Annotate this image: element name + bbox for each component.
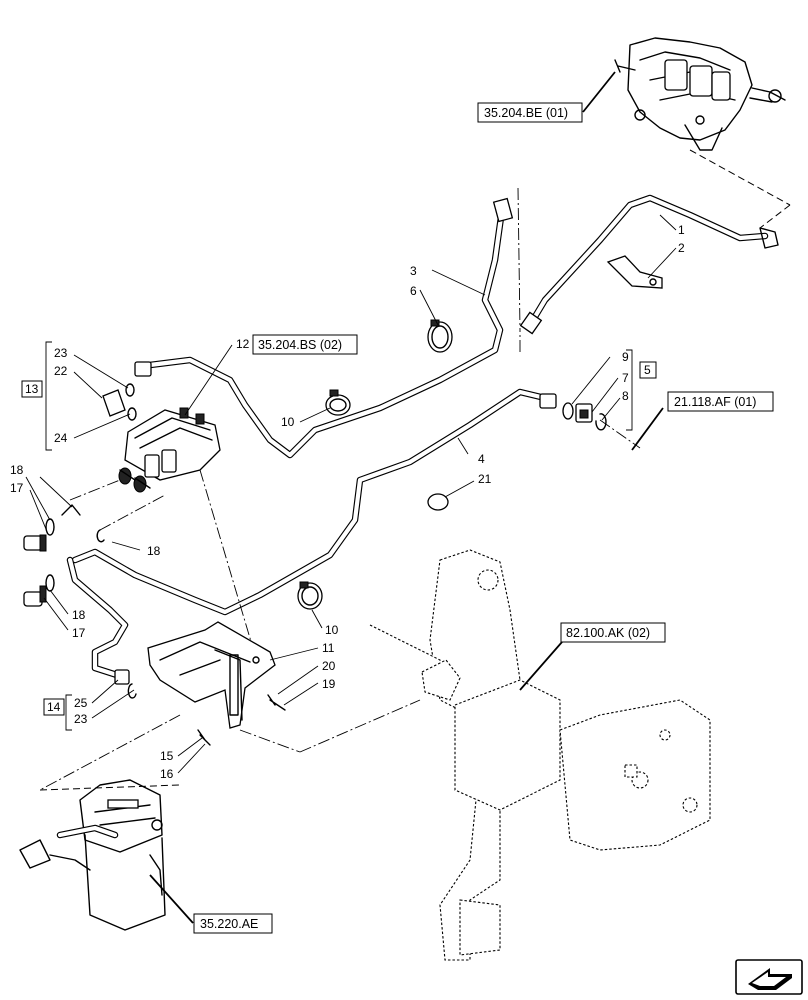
bolt-19 [267,694,286,711]
ref-leader-35-204-be [582,71,616,113]
callout-12: 12 [236,337,250,351]
bolt-15 [197,729,211,746]
seal-18b [96,529,105,543]
callout-8: 8 [622,389,629,403]
arrow-icon[interactable] [735,959,803,995]
cap-21 [427,493,449,511]
callout-17b: 17 [72,626,86,640]
ref-35-204-bs-link[interactable]: 35.204.BS (02) [252,334,358,355]
callout-4: 4 [478,452,485,466]
filter-assembly [19,779,166,931]
callout-10a: 10 [281,415,295,429]
plug-17-lower [23,574,55,607]
callout-22: 22 [54,364,68,378]
bracket-11 [147,621,276,729]
group-box-13: 13 [21,380,43,398]
callout-24: 24 [54,431,68,445]
callout-18a: 18 [10,463,24,477]
callout-18b: 18 [147,544,161,558]
ref-leader-21-118-af [631,407,664,451]
svg-text:14: 14 [47,700,61,714]
svg-text:82.100.AK (02): 82.100.AK (02) [566,626,650,640]
ref-leader-82-100-ak [519,641,563,691]
leader-lines [25,214,677,774]
callout-1: 1 [678,223,685,237]
fitting-group-5 [562,402,607,431]
hose-clamp-10b [297,581,323,610]
fitting-22 [102,383,137,421]
banjo-18a [61,504,81,516]
svg-text:35.204.BS (02): 35.204.BS (02) [258,338,342,352]
group-box-5: 5 [639,361,657,379]
ref-82-100-ak-link[interactable]: 82.100.AK (02) [560,622,666,643]
callout-10b: 10 [325,623,339,637]
group-box-14: 14 [43,698,65,716]
callout-23a: 23 [54,346,68,360]
ref-leader-35-220-ae [149,874,194,924]
callout-18c: 18 [72,608,86,622]
ref-21-118-af-link[interactable]: 21.118.AF (01) [667,391,774,412]
callout-7: 7 [622,371,629,385]
callout-19: 19 [322,677,336,691]
clip-2 [606,255,663,289]
frame-bracket-82-100 [369,549,711,961]
svg-text:35.204.BE (01): 35.204.BE (01) [484,106,568,120]
pipe-25 [66,556,137,699]
callout-17a: 17 [10,481,24,495]
pipe-1 [519,194,779,335]
svg-text:35.220.AE: 35.220.AE [200,917,258,931]
hose-clamp-6 [427,319,453,353]
callout-25: 25 [74,696,88,710]
group-bracket-13 [45,341,52,451]
svg-text:21.118.AF (01): 21.118.AF (01) [674,395,756,409]
ref-35-204-be-link[interactable]: 35.204.BE (01) [477,102,583,123]
callout-20: 20 [322,659,336,673]
plug-17-upper [23,518,55,552]
pipe-3 [134,197,514,459]
pipe-4 [71,388,557,616]
control-valve-assembly [614,37,786,151]
callout-11: 11 [322,641,335,655]
group-bracket-14 [65,694,72,731]
callouts: 1 2 3 6 10 12 23 22 24 18 17 18 18 17 9 … [10,223,685,781]
callout-16: 16 [160,767,174,781]
callout-6: 6 [410,284,417,298]
hose-clamp-10a [325,389,351,416]
callout-9: 9 [622,350,629,364]
callout-23b: 23 [74,712,88,726]
callout-2: 2 [678,241,685,255]
valve-block-12 [118,407,221,493]
callout-21: 21 [478,472,492,486]
svg-text:5: 5 [644,363,651,377]
group-bracket-5 [626,349,633,431]
callout-15: 15 [160,749,174,763]
svg-text:13: 13 [25,382,39,396]
callout-3: 3 [410,264,417,278]
ref-35-220-ae-link[interactable]: 35.220.AE [193,913,273,934]
